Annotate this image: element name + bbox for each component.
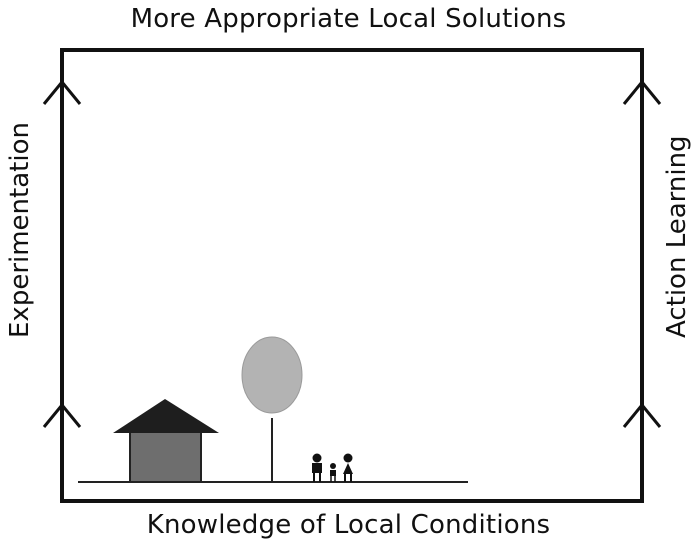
diagram-frame xyxy=(60,48,644,503)
right-lower-arrow-icon xyxy=(622,402,662,428)
left-lower-arrow-icon xyxy=(42,402,82,428)
tree-icon xyxy=(241,336,303,482)
top-label: More Appropriate Local Solutions xyxy=(130,4,567,34)
family-icon xyxy=(312,453,353,482)
house-icon xyxy=(113,399,219,483)
bottom-label: Knowledge of Local Conditions xyxy=(146,510,551,540)
right-upper-arrow-icon xyxy=(622,79,662,105)
left-upper-arrow-icon xyxy=(42,79,82,105)
